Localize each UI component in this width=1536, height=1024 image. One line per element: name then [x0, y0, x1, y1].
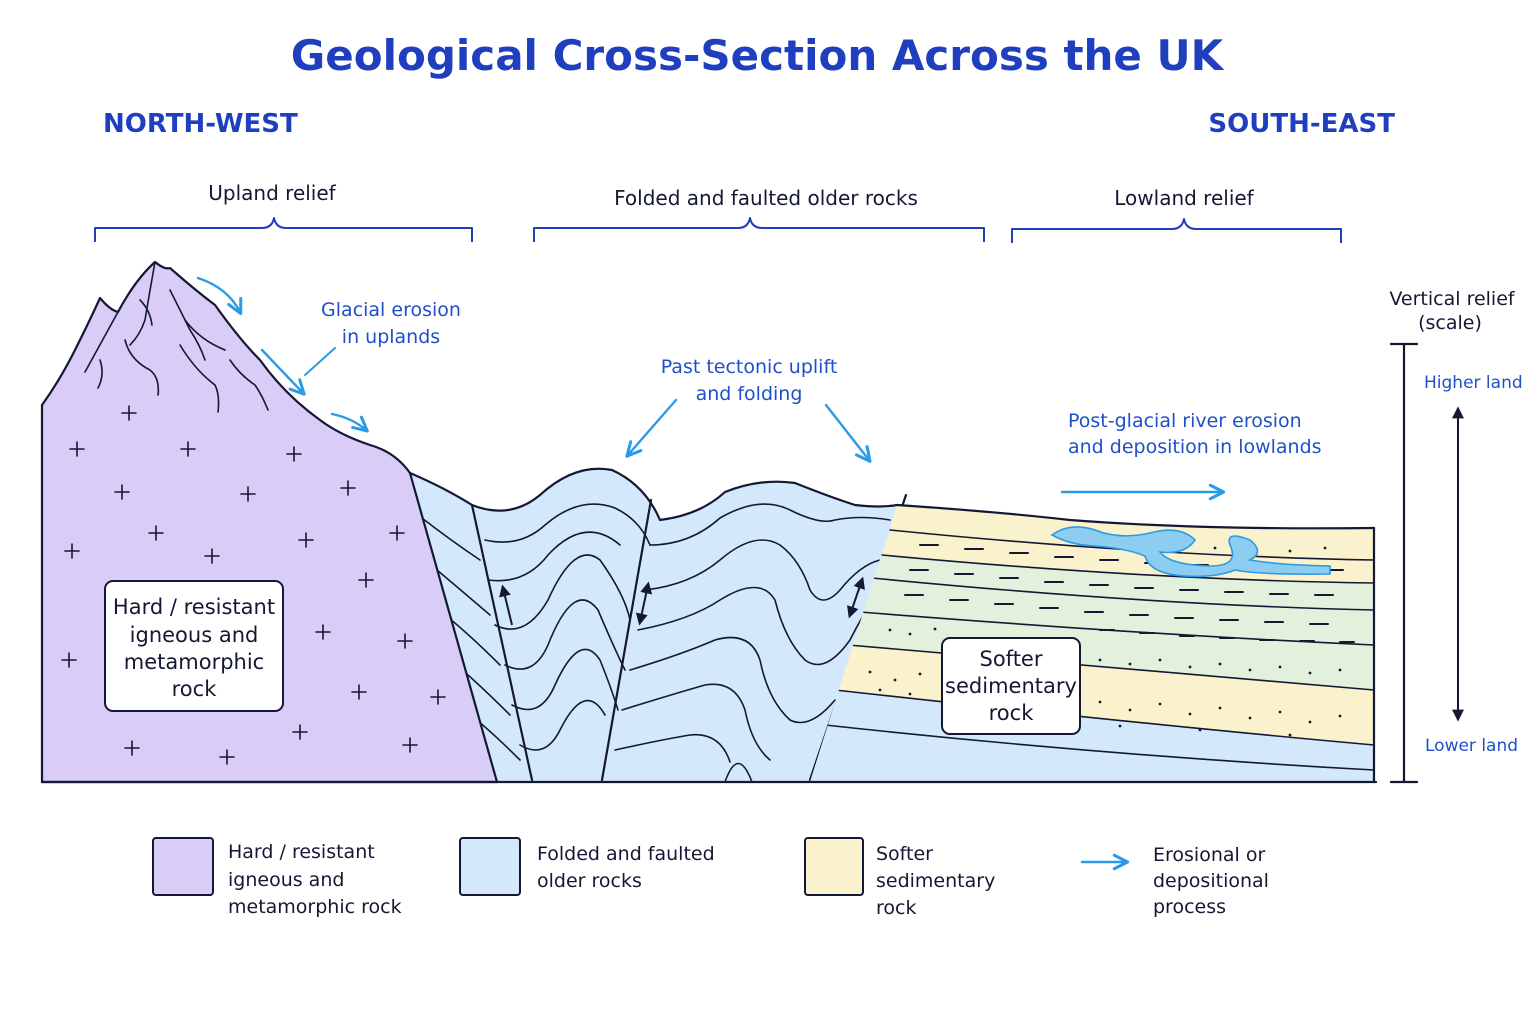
glacial-label-line-2: in uplands [342, 326, 440, 348]
legend-label-sedimentary-2: sedimentary [876, 870, 995, 892]
legend-label-process-3: process [1153, 896, 1226, 918]
hard-box-line-2: igneous and [130, 623, 259, 647]
hard-box-line-4: rock [172, 677, 218, 701]
fault-line-1 [470, 503, 534, 782]
scale-lower-land: Lower land [1425, 736, 1518, 756]
legend-label-igneous-1: Hard / resistant [228, 841, 375, 863]
scale-higher-land: Higher land [1424, 373, 1523, 393]
softer-sedimentary-rock [810, 503, 1376, 784]
legend-swatch-igneous [152, 837, 214, 896]
legend-label-igneous-2: igneous and [228, 869, 344, 891]
scale-title-line-2: (scale) [1418, 312, 1482, 334]
direction-south-east: SOUTH-EAST [1208, 109, 1395, 139]
legend-item-igneous: Hard / resistant igneous and metamorphic… [152, 837, 402, 918]
soft-box-line-3: rock [989, 701, 1035, 725]
legend-label-folded-2: older rocks [537, 870, 642, 892]
glacial-arrow-1 [196, 276, 243, 316]
diagram-title: Geological Cross-Section Across the UK [291, 31, 1225, 80]
legend-swatch-sedimentary [804, 837, 864, 896]
glacial-arrow-3 [330, 412, 369, 433]
brace-lowland [1011, 218, 1342, 243]
vertical-relief-scale: Vertical relief (scale) Higher land Lowe… [1389, 288, 1523, 784]
river-label-line-1: Post-glacial river erosion [1068, 410, 1302, 432]
legend-label-igneous-3: metamorphic rock [228, 896, 402, 918]
glacial-erosion-annotation: Glacial erosion in uplands [304, 299, 461, 376]
legend-label-sedimentary-1: Softer [876, 843, 933, 865]
brace-label-lowland: Lowland relief [1114, 186, 1254, 210]
scale-title-line-1: Vertical relief [1389, 288, 1515, 310]
legend: Hard / resistant igneous and metamorphic… [152, 837, 1269, 919]
brace-folded [533, 217, 985, 242]
legend-item-folded: Folded and faulted older rocks [459, 837, 715, 896]
folded-rock-fill [410, 468, 897, 782]
tectonic-label-line-2: and folding [696, 383, 803, 405]
legend-label-process-2: depositional [1153, 870, 1269, 892]
legend-item-process: Erosional or depositional process [1080, 844, 1269, 918]
hard-rock-label-box: Hard / resistant igneous and metamorphic… [104, 580, 284, 712]
legend-label-folded-1: Folded and faulted [537, 843, 715, 865]
glacial-arrow-2 [260, 348, 306, 396]
hard-box-line-1: Hard / resistant [113, 595, 275, 619]
river [1050, 526, 1331, 578]
soft-rock-label-box: Softer sedimentary rock [941, 637, 1081, 735]
tectonic-annotation: Past tectonic uplift and folding [625, 356, 872, 463]
soft-box-line-2: sedimentary [945, 674, 1077, 698]
river-label-line-2: and deposition in lowlands [1068, 436, 1322, 458]
folded-older-rocks [408, 467, 908, 782]
fault-line-2 [600, 498, 653, 782]
tectonic-label-line-1: Past tectonic uplift [661, 356, 838, 378]
legend-swatch-folded [459, 837, 521, 896]
legend-label-process-1: Erosional or [1153, 844, 1265, 866]
soft-box-line-1: Softer [980, 647, 1043, 671]
legend-label-sedimentary-3: rock [876, 897, 916, 919]
river-annotation: Post-glacial river erosion and depositio… [1060, 410, 1322, 501]
brace-label-folded: Folded and faulted older rocks [614, 186, 918, 210]
brace-upland [94, 217, 473, 242]
hard-box-line-3: metamorphic [124, 650, 264, 674]
brace-label-upland: Upland relief [208, 181, 336, 205]
glacial-label-line-1: Glacial erosion [321, 299, 461, 321]
legend-item-sedimentary: Softer sedimentary rock [804, 837, 995, 919]
direction-north-west: NORTH-WEST [103, 109, 298, 139]
